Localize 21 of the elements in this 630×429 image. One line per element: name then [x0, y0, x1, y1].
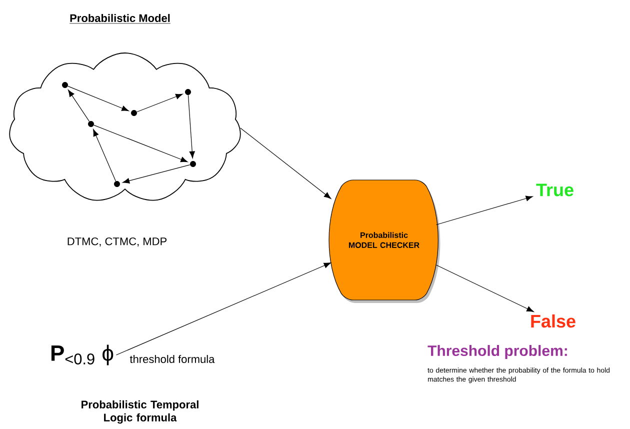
- arrow: [68, 90, 90, 122]
- heading: Probabilistic Model: [69, 14, 171, 24]
- arrow: [188, 94, 195, 158]
- arrow: [436, 264, 534, 312]
- heading: Threshold problem:: [428, 345, 567, 359]
- arrow: [93, 129, 116, 182]
- formula-caption: threshold formula: [130, 354, 215, 364]
- result-true: True: [536, 184, 574, 196]
- cloud-shape: [9, 52, 241, 201]
- model-types: DTMC, CTMC, MDP: [68, 237, 167, 247]
- arrow: [436, 196, 533, 226]
- arrow: [116, 262, 331, 356]
- heading: Probabilistic Temporal Logic formula: [82, 400, 198, 424]
- arrow: [68, 86, 129, 112]
- checker-box: Probabilistic MODEL CHECKER: [328, 180, 440, 303]
- arrow: [136, 94, 183, 112]
- result-false: False: [531, 314, 576, 328]
- formula: P$_{<0.9}$ ϕ: [51, 344, 114, 366]
- arrow: [240, 128, 332, 199]
- arrow: [122, 164, 190, 184]
- arrow: [94, 124, 188, 162]
